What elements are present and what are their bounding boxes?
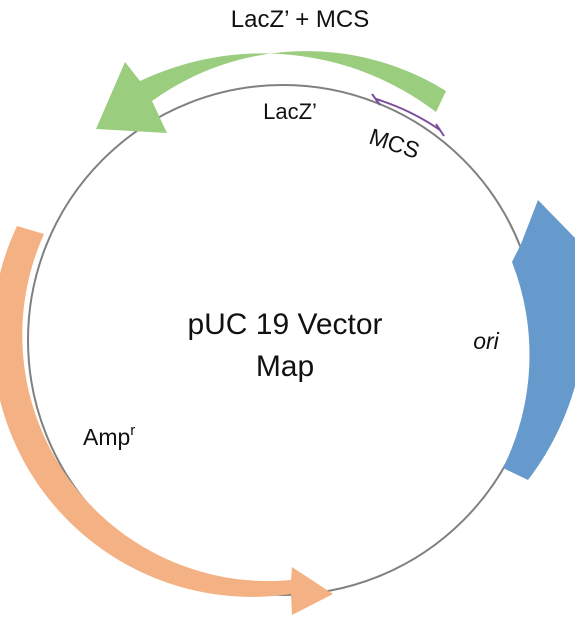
ampr-label-superscript: r: [130, 422, 135, 439]
title-line1: pUC 19 Vector: [187, 308, 382, 341]
mcs-label: MCS: [366, 123, 423, 164]
lacz-mcs-label: LacZ’ + MCS: [231, 6, 369, 33]
lacz-mcs-arrow: [96, 51, 446, 133]
ampr-label: Ampr: [83, 422, 135, 450]
ampr-label-base: Amp: [83, 424, 130, 450]
ori-arrow: [503, 200, 575, 480]
ampr-arrow: [0, 226, 333, 615]
title-line2: Map: [256, 350, 314, 383]
ori-label: ori: [473, 328, 499, 354]
lacz-label: LacZ’: [263, 99, 317, 124]
mcs-bracket: [371, 93, 445, 137]
